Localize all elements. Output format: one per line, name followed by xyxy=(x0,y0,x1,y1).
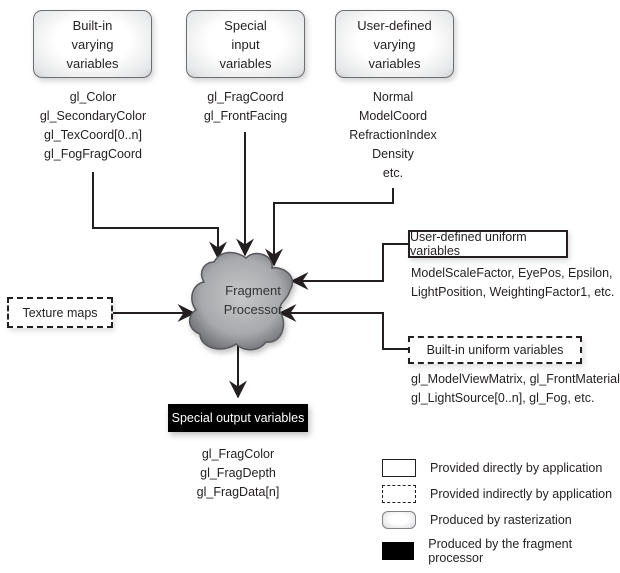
fragment-processor-shape xyxy=(188,251,294,351)
arrow-user-uniforms xyxy=(290,243,408,290)
list-item: ModelCoord xyxy=(358,109,428,123)
special-input-box: Special input variables xyxy=(186,10,305,78)
user-uniforms-label: User-defined uniform variables xyxy=(410,230,527,258)
list-item: LightPosition, WeightingFactor1, etc. xyxy=(411,285,615,299)
special-input-list: gl_FragCoord gl_FrontFacing xyxy=(186,88,305,126)
solid-swatch-icon xyxy=(382,459,416,477)
list-item: gl_LightSource[0..n], gl_Fog, etc. xyxy=(411,391,595,405)
arrow-builtin-uniforms xyxy=(278,304,408,350)
builtin-uniforms-label: Built-in uniform variables xyxy=(426,343,564,357)
list-item: gl_FragDepth xyxy=(200,466,276,480)
title-line: varying xyxy=(71,36,114,52)
list-item: Density xyxy=(372,147,414,161)
legend-item-rasterization: Produced by rasterization xyxy=(382,511,572,529)
title-line: variables xyxy=(219,55,272,71)
title-line: User-defined xyxy=(357,17,432,33)
title-line: variables xyxy=(368,55,421,71)
title-line: input xyxy=(231,36,260,52)
list-item: gl_FragColor xyxy=(201,447,275,461)
list-item: gl_FragData[n] xyxy=(196,485,280,499)
legend-item-indirect: Provided indirectly by application xyxy=(382,485,612,503)
builtin-varying-box: Built-in varying variables xyxy=(33,10,152,78)
user-uniforms-list: ModelScaleFactor, EyePos, Epsilon, Light… xyxy=(411,264,614,302)
list-item: gl_SecondaryColor xyxy=(39,109,147,123)
special-output-list: gl_FragColor gl_FragDepth gl_FragData[n] xyxy=(178,445,298,502)
user-varying-box: User-defined varying variables xyxy=(335,10,454,78)
legend-label: Produced by rasterization xyxy=(430,513,572,527)
special-output-box: Special output variables xyxy=(168,404,308,432)
user-varying-list: Normal ModelCoord RefractionIndex Densit… xyxy=(333,88,453,183)
legend-label: Provided indirectly by application xyxy=(430,487,613,501)
texture-maps-box: Texture maps xyxy=(7,297,113,328)
title-line: Built-in xyxy=(72,17,113,33)
list-item: gl_FragCoord xyxy=(207,90,284,104)
legend-label: Produced by the fragment processor xyxy=(428,537,573,565)
list-item: gl_Color xyxy=(69,90,117,104)
legend-item-direct: Provided directly by application xyxy=(382,459,602,477)
builtin-varying-list: gl_Color gl_SecondaryColor gl_TexCoord[0… xyxy=(33,88,153,164)
list-item: Normal xyxy=(372,90,414,104)
user-uniforms-box: User-defined uniform variables xyxy=(408,230,568,258)
list-item: RefractionIndex xyxy=(349,128,437,142)
legend-label: Provided directly by application xyxy=(430,461,603,475)
legend-item-fragment-processor: Produced by the fragment processor xyxy=(382,537,620,565)
arrow-builtin-varying xyxy=(92,172,227,260)
list-item: gl_TexCoord[0..n] xyxy=(44,128,142,142)
dashed-swatch-icon xyxy=(382,485,416,503)
list-item: gl_ModelViewMatrix, gl_FrontMaterial, xyxy=(411,372,620,386)
title-line: variables xyxy=(66,55,119,71)
arrow-user-varying xyxy=(265,188,394,267)
black-swatch-icon xyxy=(382,542,415,560)
processor-line-1: Fragment xyxy=(225,283,281,298)
builtin-uniforms-box: Built-in uniform variables xyxy=(408,336,582,364)
texture-maps-label: Texture maps xyxy=(22,305,98,320)
list-item: gl_FogFragCoord xyxy=(44,147,142,161)
builtin-uniforms-list: gl_ModelViewMatrix, gl_FrontMaterial, gl… xyxy=(411,370,620,408)
processor-line-2: Processor xyxy=(223,302,283,317)
title-line: varying xyxy=(373,36,416,52)
special-output-label: Special output variables xyxy=(171,411,305,425)
list-item: gl_FrontFacing xyxy=(203,109,288,123)
title-line: Special xyxy=(224,17,267,33)
fragment-processor-label: Fragment Processor xyxy=(212,281,294,319)
list-item: etc. xyxy=(382,166,404,180)
list-item: ModelScaleFactor, EyePos, Epsilon, xyxy=(411,266,613,280)
rounded-swatch-icon xyxy=(382,511,416,529)
